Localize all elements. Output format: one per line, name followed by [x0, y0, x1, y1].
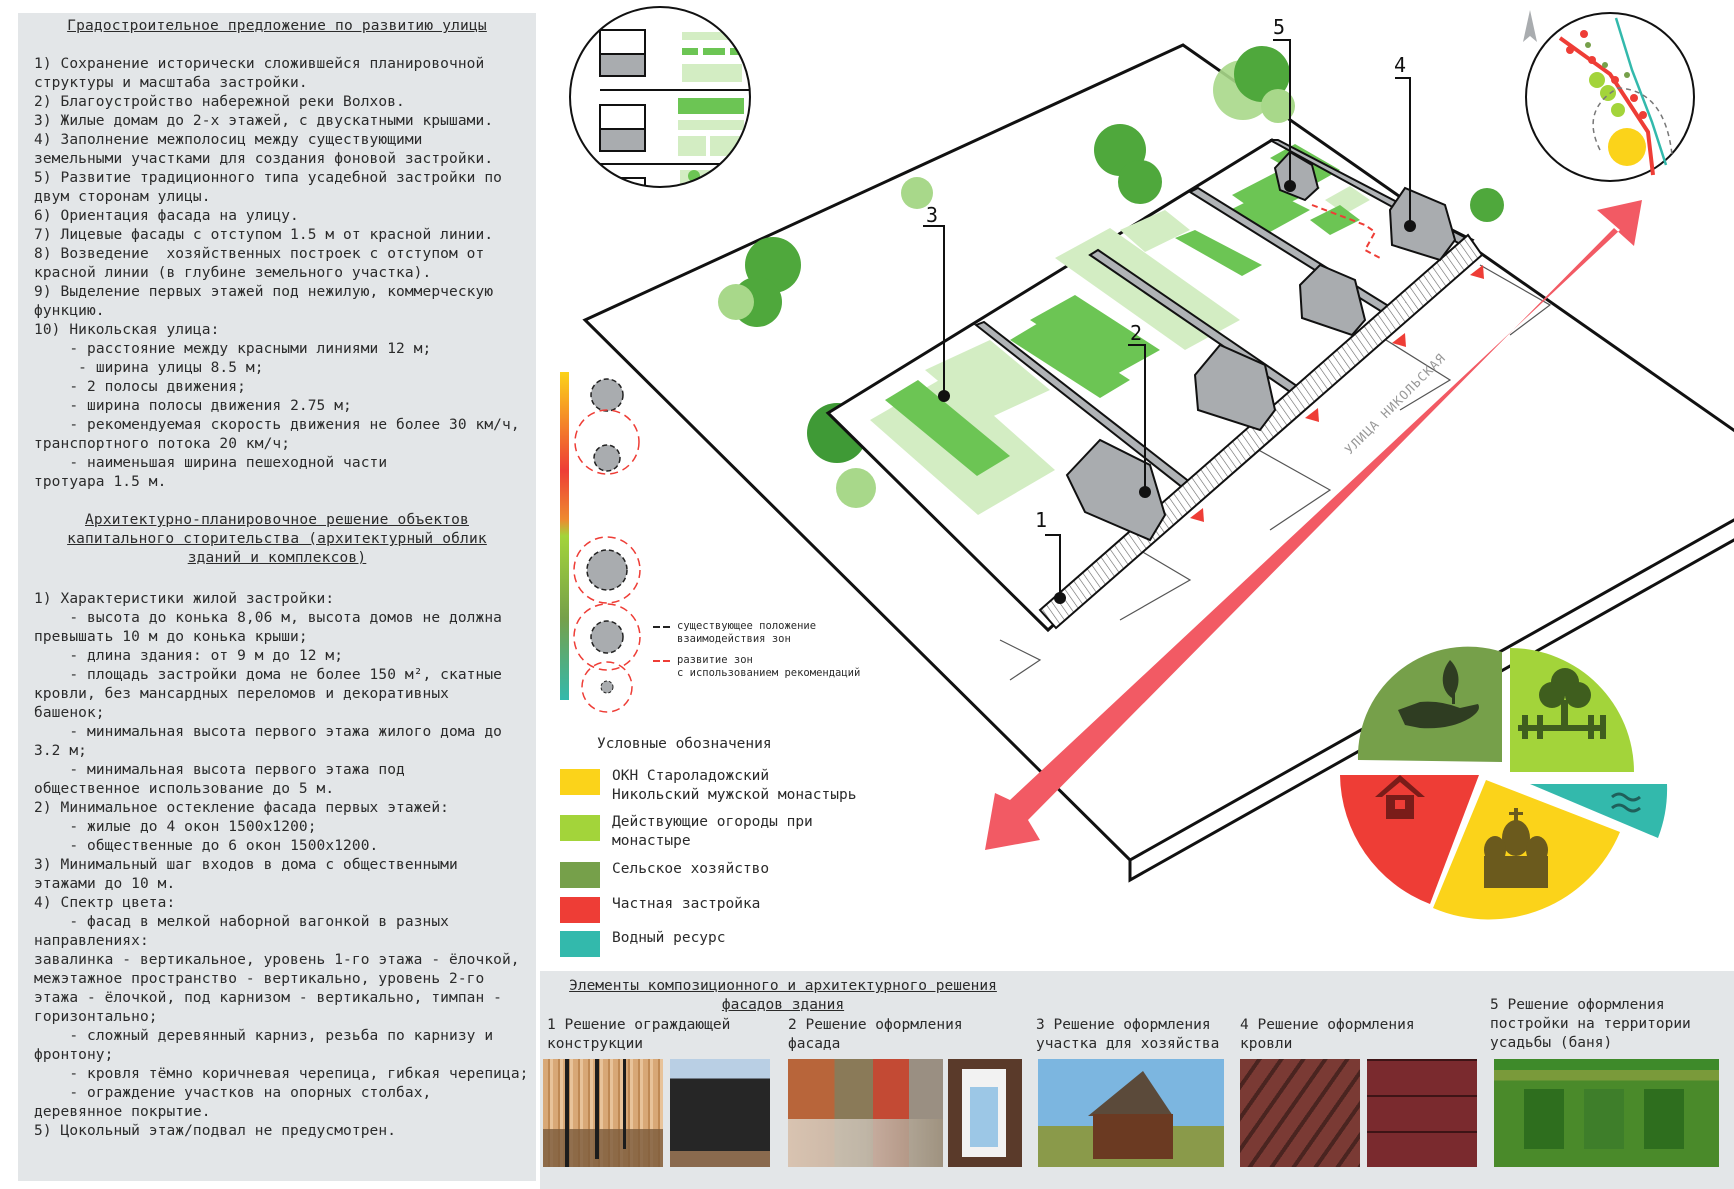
carved-window-photo: [948, 1059, 1022, 1167]
list-item: 8) Возведение хозяйственных построек с о…: [34, 246, 485, 281]
list-item: - жилые до 4 окон 1500х1200;: [34, 819, 317, 835]
tree-fence-icon: [1518, 668, 1606, 739]
list-item: - кровля тёмно коричневая черепица, гибк…: [34, 1066, 529, 1082]
list-item: - сложный деревянный карниз, резьба по к…: [34, 1028, 494, 1063]
caption-bathhouse: 5 Решение оформления постройки на террит…: [1490, 997, 1691, 1051]
legend-label: ОКН Староладожский Никольский мужской мо…: [612, 768, 857, 803]
legend-label: Действующие огороды при монастыре: [612, 814, 813, 849]
list-item: - рекомендуемая скорость движения не бол…: [34, 417, 520, 452]
interaction-scale-bar: [560, 372, 569, 700]
trees: [718, 46, 1504, 508]
list-item: - ширина улицы 8.5 м;: [34, 360, 264, 376]
callout-3: 3: [926, 203, 938, 227]
legend-swatch: [560, 897, 600, 923]
metal-tile-photo: [1240, 1059, 1360, 1167]
list-item: - длина здания: от 9 м до 12 м;: [34, 648, 344, 664]
entry-markers: [1190, 265, 1484, 522]
pie-segment-private: [1340, 775, 1479, 904]
section2-title: Архитектурно-планировочное решение объек…: [67, 512, 487, 566]
callout-1: 1: [1035, 508, 1047, 532]
list-item: - 2 полосы движения;: [34, 379, 246, 395]
caption-facade: 2 Решение оформления фасада: [788, 1017, 963, 1052]
house-3: [1298, 263, 1367, 337]
zone-circles: [573, 378, 641, 713]
legend-swatch: [560, 815, 600, 841]
water-waves-icon: [1611, 792, 1641, 813]
section2-list: 1) Характеристики жилой застройки: - выс…: [18, 590, 536, 1141]
church-domes-icon: [1484, 808, 1548, 888]
legend-swatch: [560, 769, 600, 795]
hand-sprout-icon: [1398, 660, 1479, 729]
list-item: 1) Характеристики жилой застройки:: [34, 591, 335, 607]
pie-segment-water: [1530, 784, 1668, 838]
house-4: [1388, 186, 1457, 262]
list-item: 9) Выделение первых этажей под нежилую, …: [34, 284, 494, 319]
soft-tile-photo: [1367, 1059, 1477, 1167]
list-item: 3) Жилые домам до 2-х этажей, с двускатн…: [34, 113, 494, 129]
list-item: - ограждение участков на опорных столбах…: [34, 1085, 432, 1120]
legend-label: Частная застройка: [612, 896, 761, 912]
location-inset: [1525, 12, 1695, 182]
log-house-photo: [1038, 1059, 1224, 1167]
pie-segment-gardens: [1510, 648, 1634, 772]
left-text-panel: Градостроительное предложение по развити…: [18, 13, 536, 1181]
caption-roof: 4 Решение оформления кровли: [1240, 1017, 1415, 1052]
list-item: - ширина полосы движения 2.75 м;: [34, 398, 352, 414]
list-item: 4) Заполнение межполосиц между существую…: [34, 132, 494, 167]
section1-title: Градостроительное предложение по развити…: [67, 18, 487, 34]
callout-5: 5: [1273, 15, 1285, 39]
callouts: [923, 39, 1411, 597]
list-item: 6) Ориентация фасада на улицу.: [34, 208, 299, 224]
legend-title: Условные обозначения: [597, 736, 772, 752]
list-item: 2) Минимальное остекление фасада первых …: [34, 800, 449, 816]
house-icon: [1375, 775, 1425, 819]
facade-panels-photo: [788, 1059, 943, 1167]
list-item: - общественные до 6 окон 1500х1200.: [34, 838, 379, 854]
wooden-fence-photo: [543, 1059, 663, 1167]
section1-list: 1) Сохранение исторически сложившейся пл…: [18, 55, 536, 492]
callout-dots: [938, 180, 1416, 604]
caption-fence: 1 Решение ограждающей конструкции: [547, 1017, 731, 1052]
list-item: 10) Никольская улица:: [34, 322, 220, 338]
list-item: - минимальная высота первого этажа под о…: [34, 762, 405, 797]
callout-4: 4: [1394, 53, 1406, 77]
house-1: [1065, 438, 1167, 542]
metal-fence-photo: [670, 1059, 770, 1167]
north-arrow-icon: [1523, 10, 1537, 42]
zone-note-existing: существующее положение взаимодействия зо…: [677, 620, 817, 645]
house-2: [1193, 343, 1277, 432]
list-item: - высота до конька 8,06 м, высота домов …: [34, 610, 502, 645]
list-item: - минимальная высота первого этажа жилог…: [34, 724, 502, 759]
plot-layout-inset: [569, 6, 751, 188]
list-item: - наименьшая ширина пешеходной части тро…: [34, 455, 388, 490]
isometric-site-diagram: УЛИЦА НИКОЛЬСКАЯ 1 2 3 4 5: [560, 6, 1734, 920]
list-item: - расстояние между красными линиями 12 м…: [34, 341, 432, 357]
legend-swatch: [560, 862, 600, 888]
garden-beds-photo: [1494, 1059, 1719, 1167]
path-dashed: [1311, 204, 1381, 259]
list-item: 7) Лицевые фасады с отступом 1.5 м от кр…: [34, 227, 494, 243]
legend-swatch: [560, 931, 600, 957]
facade-elements-title: Элементы композиционного и архитектурног…: [569, 978, 997, 1013]
list-item: 2) Благоустройство набережной реки Волхо…: [34, 94, 405, 110]
garden-beds: [870, 144, 1370, 515]
zone-note-development: развитие зон с использованием рекомендац…: [677, 654, 861, 679]
list-item: 5) Цокольный этаж/подвал не предусмотрен…: [34, 1123, 397, 1139]
legend-label: Водный ресурс: [612, 930, 726, 946]
list-item: 5) Развитие традиционного типа усадебной…: [34, 170, 502, 205]
list-item: 1) Сохранение исторически сложившейся пл…: [34, 56, 485, 91]
list-item: 3) Минимальный шаг входов в дома с общес…: [34, 857, 458, 892]
list-item: 4) Спектр цвета:: [34, 895, 176, 911]
callout-2: 2: [1130, 321, 1142, 345]
list-item: - фасад в мелкой наборной вагонкой в раз…: [34, 914, 520, 1025]
street-arrow: [985, 200, 1642, 850]
list-item: - площадь застройки дома не более 150 м²…: [34, 667, 502, 721]
caption-yard: 3 Решение оформления участка для хозяйст…: [1036, 1017, 1220, 1052]
houses: [1065, 150, 1457, 542]
legend-label: Сельское хозяйство: [612, 861, 770, 877]
